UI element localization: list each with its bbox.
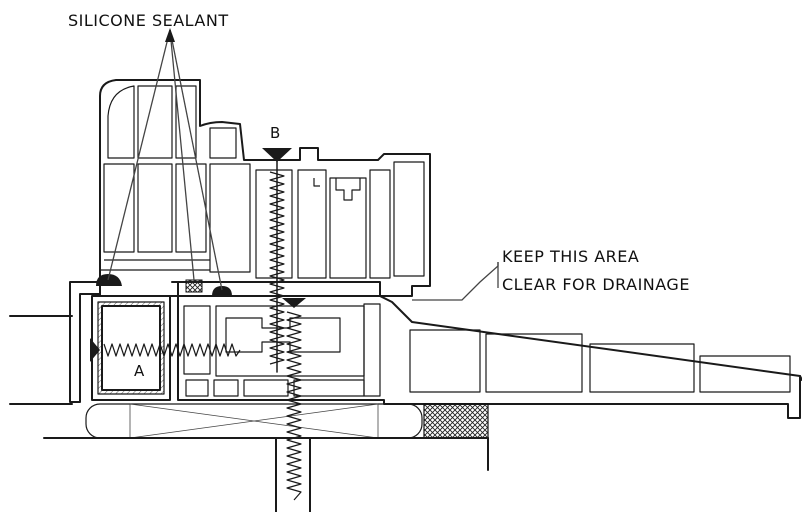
marker-b-label: B <box>270 124 280 142</box>
screw-lower <box>282 298 306 501</box>
screw-b <box>262 148 292 373</box>
frame-profile <box>69 281 802 419</box>
silicone-sealant-label: SILICONE SEALANT <box>68 11 229 30</box>
silicone-leaders <box>107 28 223 291</box>
wall-lines <box>9 315 73 405</box>
screw-a <box>90 338 241 362</box>
packer-block <box>85 403 489 439</box>
marker-a-label: A <box>134 362 145 380</box>
sealant-beads <box>96 274 232 296</box>
drainage-leader <box>412 262 499 301</box>
drainage-label-line2: CLEAR FOR DRAINAGE <box>502 275 690 294</box>
drainage-label-line1: KEEP THIS AREA <box>502 247 639 266</box>
sill-base <box>43 437 489 512</box>
